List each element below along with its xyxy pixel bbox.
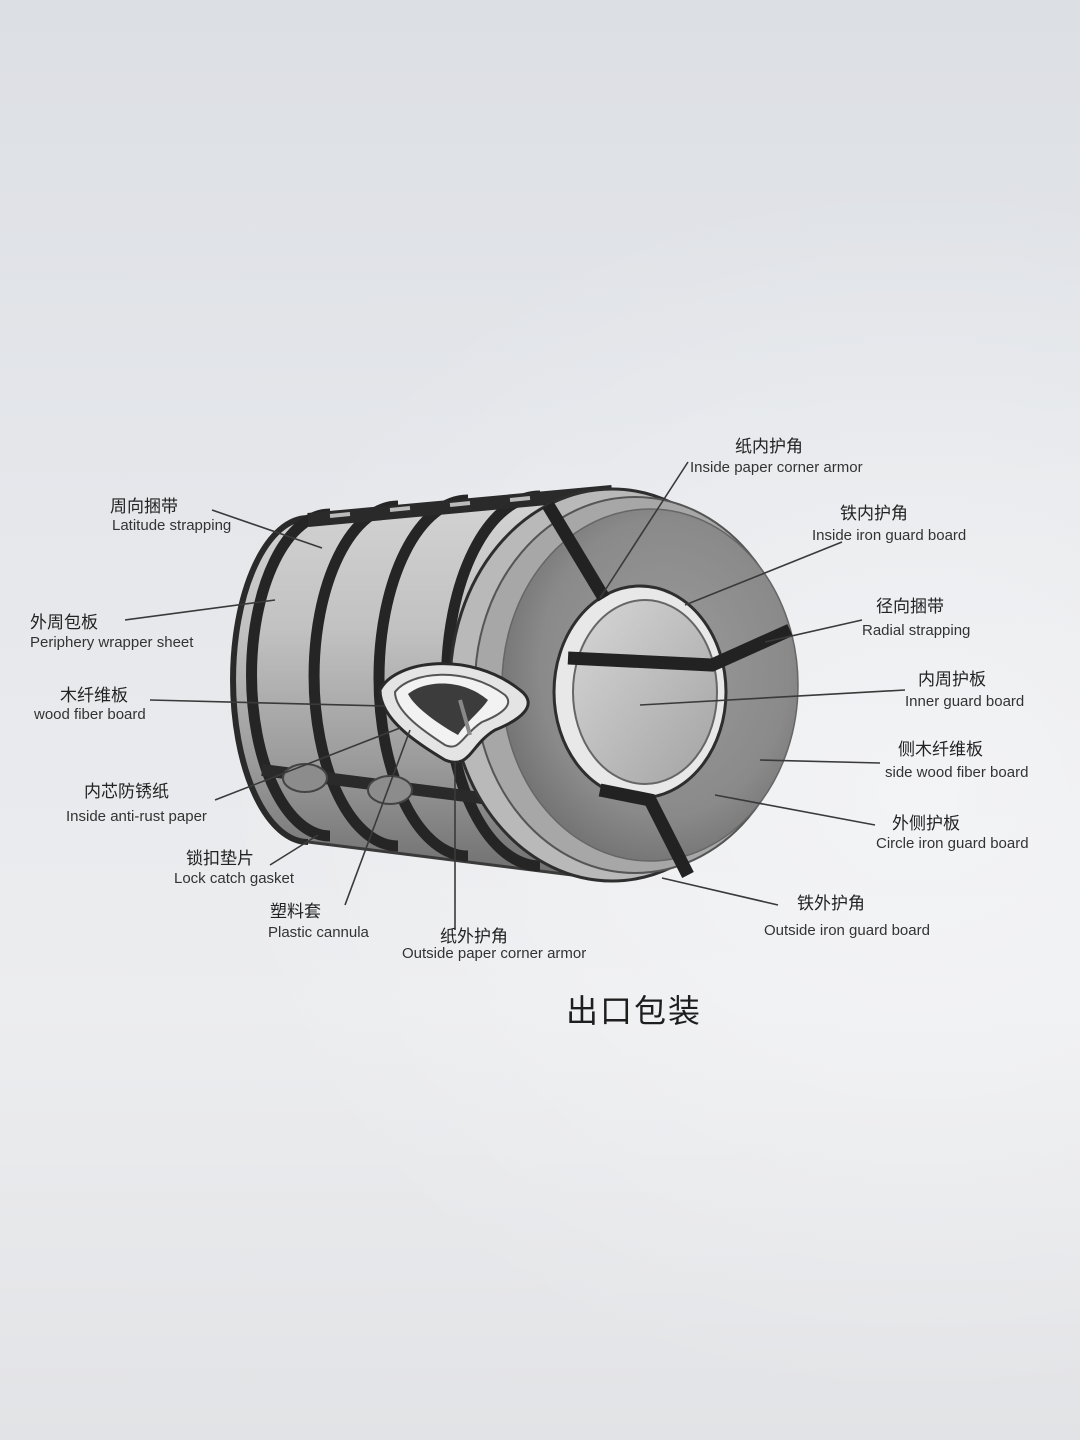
lock-catch-gasket-2 [367, 775, 413, 805]
label-en: Inner guard board [905, 693, 1025, 710]
label-en: Circle iron guard board [876, 835, 1029, 852]
figure-caption: 出口包装 [566, 992, 703, 1030]
label-en: side wood fiber board [885, 764, 1029, 781]
label-zh: 纸内护角 [735, 437, 803, 457]
label-zh: 铁内护角 [840, 504, 908, 524]
label-zh: 铁外护角 [797, 894, 865, 914]
leader-inner-guard-board [639, 689, 906, 706]
label-en: Latitude strapping [112, 517, 232, 534]
label-zh: 塑料套 [270, 902, 321, 922]
label-inside-iron-guard-board-en: Inside iron guard board [812, 527, 966, 544]
label-lock-catch-gasket-en: Lock catch gasket [174, 870, 294, 887]
label-side-wood-fiber-board: 侧木纤维板 [898, 740, 983, 761]
label-zh: 内周护板 [918, 670, 986, 690]
label-latitude-strapping: 周向捆带 [110, 497, 178, 518]
label-zh: 锁扣垫片 [186, 849, 254, 869]
leader-lock-catch-gasket [269, 834, 319, 866]
leader-side-wood-fiber-board [759, 759, 881, 764]
label-en: Inside paper corner armor [690, 459, 863, 476]
label-en: Radial strapping [862, 622, 971, 639]
label-inside-anti-rust-paper-en: Inside anti-rust paper [66, 808, 207, 825]
label-zh: 木纤维板 [60, 686, 128, 706]
lock-catch-gasket-1 [282, 763, 328, 793]
leader-radial-strapping [764, 619, 863, 643]
label-zh: 外周包板 [30, 613, 98, 633]
label-inside-paper-corner-armor: 纸内护角 [735, 437, 803, 458]
label-outside-paper-corner-armor: 纸外护角 [440, 927, 508, 948]
label-en: wood fiber board [34, 706, 146, 723]
label-en: Inside iron guard board [812, 527, 967, 544]
leader-periphery-wrapper-sheet [124, 599, 276, 621]
label-zh: 周向捆带 [110, 497, 178, 517]
latitude-strap-2 [308, 500, 399, 852]
inner-hole [572, 599, 718, 785]
label-periphery-wrapper-sheet: 外周包板 [30, 613, 98, 634]
leader-lines [124, 461, 906, 930]
label-inside-iron-guard-board: 铁内护角 [840, 504, 908, 525]
leader-inside-iron-guard-board [684, 541, 843, 606]
leader-inside-paper-corner-armor [599, 461, 689, 599]
leader-circle-iron-guard-board [714, 794, 876, 826]
label-radial-strapping-en: Radial strapping [862, 622, 970, 639]
label-zh: 外侧护板 [892, 814, 960, 834]
label-radial-strapping: 径向捆带 [876, 597, 944, 618]
leader-outside-iron-guard-board [661, 877, 779, 906]
radial-strap-top [542, 501, 610, 602]
label-inner-guard-board: 内周护板 [918, 670, 986, 691]
latitude-strap-1 [246, 508, 331, 842]
label-en: Outside iron guard board [764, 922, 930, 939]
leader-inside-anti-rust-paper [214, 727, 401, 801]
lock-catch-gaskets [282, 763, 413, 805]
radial-strap-right [567, 624, 793, 672]
radial-strap-bottom [598, 783, 694, 878]
label-plastic-cannula-en: Plastic cannula [268, 924, 369, 941]
label-periphery-wrapper-sheet-en: Periphery wrapper sheet [30, 634, 193, 651]
label-side-wood-fiber-board-en: side wood fiber board [885, 764, 1028, 781]
label-outside-paper-corner-armor-en: Outside paper corner armor [402, 945, 586, 962]
radial-straps [542, 501, 793, 878]
label-zh: 侧木纤维板 [898, 740, 983, 760]
label-wood-fiber-board: 木纤维板 [60, 686, 128, 707]
label-inner-guard-board-en: Inner guard board [905, 693, 1024, 710]
label-en: Inside anti-rust paper [66, 808, 207, 825]
label-inside-paper-corner-armor-en: Inside paper corner armor [690, 459, 863, 476]
label-en: Periphery wrapper sheet [30, 634, 194, 651]
label-outside-iron-guard-board: 铁外护角 [797, 894, 865, 915]
label-zh: 纸外护角 [440, 927, 508, 947]
label-outside-iron-guard-board-en: Outside iron guard board [764, 922, 930, 939]
label-zh: 径向捆带 [876, 597, 944, 617]
label-latitude-strapping-en: Latitude strapping [112, 517, 231, 534]
leader-latitude-strapping [211, 509, 323, 549]
label-inside-anti-rust-paper: 内芯防锈纸 [84, 782, 169, 803]
label-lock-catch-gasket: 锁扣垫片 [186, 849, 254, 870]
coil-end-face [448, 487, 799, 883]
label-en: Outside paper corner armor [402, 945, 587, 962]
label-wood-fiber-board-en: wood fiber board [34, 706, 146, 723]
cutaway-window [378, 662, 530, 764]
leader-plastic-cannula [344, 729, 411, 906]
label-circle-iron-guard-board: 外侧护板 [892, 814, 960, 835]
label-circle-iron-guard-board-en: Circle iron guard board [876, 835, 1029, 852]
label-en: Plastic cannula [268, 924, 369, 941]
label-en: Lock catch gasket [174, 870, 295, 887]
leader-wood-fiber-board [149, 699, 386, 707]
latitude-strap-3 [373, 494, 469, 862]
label-plastic-cannula: 塑料套 [270, 902, 321, 923]
label-zh: 内芯防锈纸 [84, 782, 169, 802]
